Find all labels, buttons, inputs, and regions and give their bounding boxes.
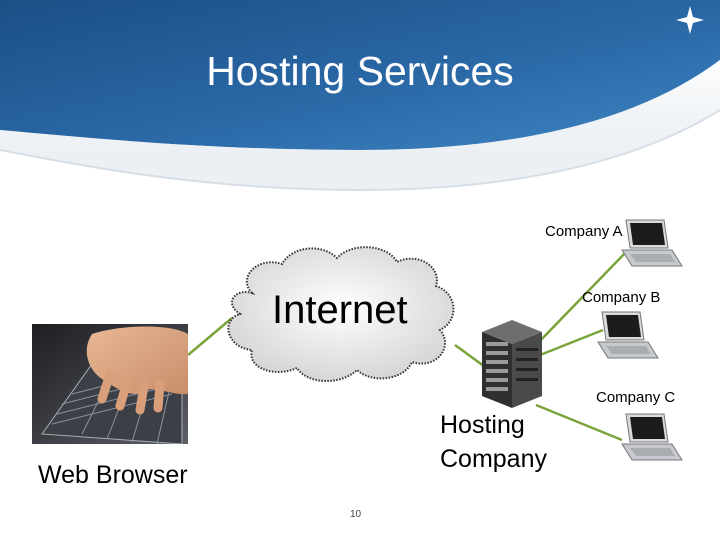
laptop-icon-company-a <box>621 219 683 267</box>
company-b-label: Company B <box>582 289 661 306</box>
company-c-label: Company C <box>596 389 676 406</box>
header-banner <box>0 0 720 192</box>
server-label-line2: Company <box>440 445 547 473</box>
slide-title: Hosting Services <box>206 48 514 94</box>
connector-server-company-a <box>535 249 629 346</box>
connector-server-company-b <box>539 328 604 357</box>
page-number: 10 <box>350 509 362 520</box>
connector-server-company-c <box>535 403 623 442</box>
laptop-icon-company-b <box>597 311 659 359</box>
server-icon <box>482 320 542 408</box>
server-label: Hosting Company <box>440 408 547 476</box>
cloud-label: Internet <box>272 288 408 332</box>
internet-cloud-icon <box>227 246 455 383</box>
company-a-label: Company A <box>545 223 623 240</box>
client-label: Web Browser <box>38 461 188 489</box>
server-label-line1: Hosting <box>440 411 525 439</box>
connector-browser-internet <box>187 317 233 356</box>
sparkle-icon <box>676 6 704 34</box>
keyboard-photo-icon <box>32 324 188 444</box>
laptop-icon-company-c <box>621 413 683 461</box>
